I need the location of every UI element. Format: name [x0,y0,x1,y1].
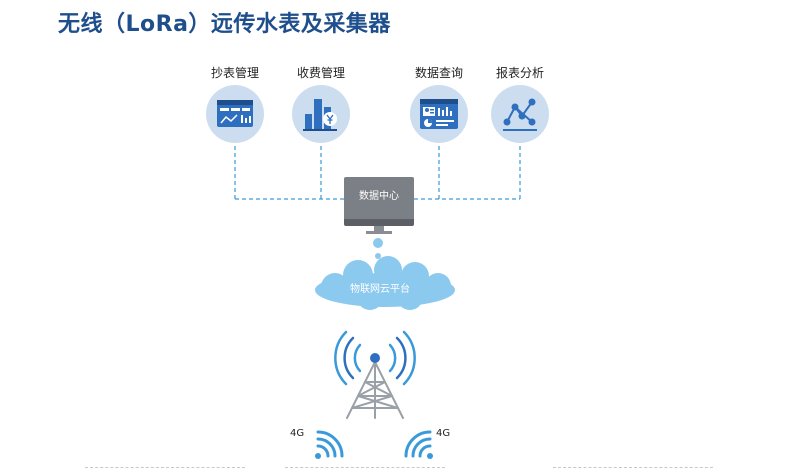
module-meter-reading[interactable] [206,85,264,143]
module-label-report-analysis: 报表分析 [495,66,544,80]
wireless-signal-left-icon [315,430,344,459]
signal-label-right: 4G [436,428,451,439]
bottom-divider-middle [285,467,445,468]
data-query-dashboard-icon [420,99,458,129]
module-report-analysis[interactable] [491,85,549,143]
page-title: 无线（LoRa）远传水表及采集器 [58,12,391,37]
module-label-billing: 收费管理 [296,66,345,80]
bottom-divider-right [553,467,713,468]
meter-reading-dashboard-icon [217,100,253,127]
module-label-meter-reading: 抄表管理 [210,66,259,80]
bottom-divider-left [85,467,245,468]
module-billing[interactable] [292,85,350,143]
billing-bar-chart-icon [303,99,337,131]
module-label-data-query: 数据查询 [414,66,463,80]
connector-dot-small [375,253,381,259]
monitor-icon-base [344,219,414,226]
cloud-platform-label: 物联网云平台 [350,284,410,295]
module-data-query[interactable] [410,85,468,143]
data-center-monitor[interactable]: 数据中心 [344,177,414,219]
report-analysis-network-icon [503,98,537,131]
signal-label-left: 4G [290,428,305,439]
wireless-signal-right-icon [404,430,433,459]
monitor-icon-foot [366,231,392,234]
cloud-icon[interactable] [300,255,470,315]
connector-dot-large [373,238,383,248]
data-center-label: 数据中心 [359,191,399,202]
monitor-icon-stand [374,226,384,232]
signal-tower-icon[interactable] [325,330,425,422]
